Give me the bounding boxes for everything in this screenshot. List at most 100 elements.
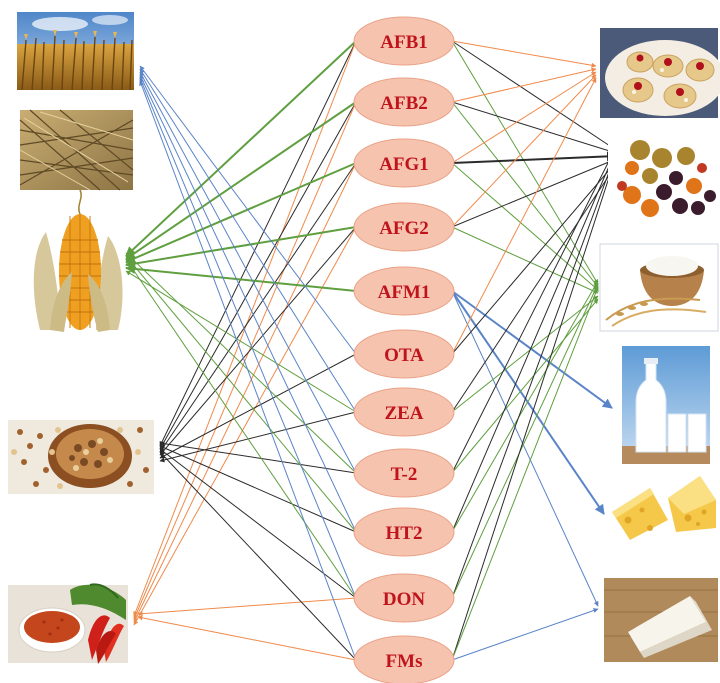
- connection-ht2-to-r1: [451, 149, 617, 533]
- toxin-node-ota: OTA: [353, 329, 455, 379]
- milk-image: [622, 346, 710, 464]
- connection-afg1-to-r0: [451, 71, 597, 164]
- connection-afg2-to-r0: [451, 74, 597, 228]
- connection-t-2-to-l3: [159, 441, 357, 474]
- toxin-ellipse: [353, 448, 455, 498]
- connection-fms-to-r1: [451, 155, 617, 661]
- connection-afb2-to-l4: [133, 101, 357, 620]
- connection-t-2-to-l0: [139, 71, 357, 474]
- connection-afg1-to-l2: [125, 162, 357, 264]
- toxin-label: OTA: [384, 345, 424, 366]
- jam-cookies-image: [600, 28, 720, 118]
- connection-don-to-l3: [159, 448, 357, 599]
- dried-fruits-image: [608, 130, 718, 225]
- connection-afm1-to-r3: [451, 290, 613, 409]
- connection-afb2-to-r0: [451, 67, 597, 103]
- connection-afm1-to-r5: [451, 290, 599, 607]
- connection-afg2-to-l2: [125, 226, 357, 269]
- connection-afg1-to-l4: [133, 162, 357, 623]
- connection-ota-to-l3: [159, 353, 357, 459]
- toxin-node-ht2: HT2: [353, 507, 455, 557]
- connection-afb2-to-l2: [125, 101, 357, 260]
- toxin-label: AFG2: [379, 218, 429, 239]
- toxin-label: HT2: [386, 523, 423, 544]
- toxin-ellipse: [353, 635, 455, 683]
- connection-don-to-l1: [137, 597, 357, 617]
- mixed-nuts-image: [8, 420, 154, 494]
- chili-powder-image: [8, 583, 128, 664]
- connection-ht2-to-r2: [451, 280, 599, 533]
- connection-don-to-l0: [139, 77, 357, 599]
- flour-bowl-image: [599, 243, 719, 332]
- connection-fms-to-l1: [137, 615, 357, 661]
- toxin-label: AFG1: [379, 154, 429, 175]
- connection-zea-to-l0: [139, 68, 357, 413]
- connection-afg1-to-r1: [451, 151, 617, 164]
- toxin-node-zea: ZEA: [353, 387, 455, 437]
- wheat-field-image: [17, 12, 134, 91]
- connection-ota-to-l0: [139, 65, 357, 355]
- connection-afg1-to-l3: [159, 162, 357, 453]
- toxin-node-fms: FMs: [353, 635, 455, 683]
- connection-afm1-to-l2: [125, 263, 357, 292]
- connection-afb1-to-r1: [451, 40, 617, 151]
- connection-ota-to-r1: [451, 161, 617, 355]
- toxin-label: T-2: [391, 464, 418, 485]
- toxin-ellipse: [353, 329, 455, 379]
- connection-t-2-to-r2: [451, 298, 599, 474]
- connection-afb2-to-r2: [451, 101, 599, 288]
- toxin-label: FMs: [386, 651, 423, 672]
- toxin-label: AFB2: [380, 93, 428, 114]
- connection-don-to-r1: [451, 152, 617, 599]
- connection-t-2-to-l2: [125, 252, 357, 474]
- toxin-node-afb2: AFB2: [353, 77, 455, 127]
- connection-afb1-to-r2: [451, 40, 599, 285]
- corn-cob-image: [33, 189, 123, 332]
- connection-ota-to-r0: [451, 77, 597, 355]
- toxin-node-afg1: AFG1: [353, 138, 455, 188]
- connection-fms-to-l3: [159, 451, 357, 661]
- connection-ht2-to-l0: [139, 74, 357, 533]
- connection-afb1-to-r0: [451, 40, 597, 68]
- connection-afg2-to-r2: [451, 226, 599, 294]
- dry-wheat-stalks-image: [19, 109, 134, 191]
- connection-afb2-to-r1: [451, 101, 617, 155]
- connection-afb1-to-l2: [125, 40, 357, 257]
- toxin-ellipse: [353, 138, 455, 188]
- toxin-label: AFM1: [378, 282, 431, 303]
- toxin-ellipse: [353, 266, 455, 316]
- connection-fms-to-r2: [451, 286, 599, 661]
- toxin-ellipse: [353, 507, 455, 557]
- toxin-node-afm1: AFM1: [353, 266, 455, 316]
- connection-lines: [125, 40, 617, 661]
- connection-ht2-to-l2: [125, 255, 357, 533]
- toxin-label: ZEA: [384, 403, 423, 424]
- toxin-ellipse: [353, 77, 455, 127]
- connection-afg2-to-r1: [451, 158, 617, 228]
- connection-afg2-to-l4: [133, 226, 357, 626]
- swiss-cheese-image: [608, 474, 718, 544]
- toxin-label: AFB1: [380, 32, 428, 53]
- connection-fms-to-l0: [139, 80, 357, 661]
- toxin-node-t2: T-2: [353, 448, 455, 498]
- connection-zea-to-l2: [125, 270, 357, 413]
- toxin-ellipse: [353, 202, 455, 252]
- connection-zea-to-r2: [451, 295, 599, 413]
- connection-afb1-to-l4: [133, 40, 357, 617]
- connection-ht2-to-l3: [159, 445, 357, 533]
- connection-don-to-l2: [125, 258, 357, 599]
- connection-fms-to-r5: [451, 608, 599, 661]
- connection-afb2-to-l3: [159, 101, 357, 450]
- toxin-ellipse: [353, 573, 455, 623]
- connection-don-to-r2: [451, 283, 599, 599]
- connection-afm1-to-r4: [451, 290, 605, 515]
- toxin-node-afg2: AFG2: [353, 202, 455, 252]
- connection-t-2-to-r1: [451, 146, 617, 474]
- toxin-ellipse: [353, 16, 455, 66]
- connection-afg2-to-l3: [159, 226, 357, 456]
- white-cheese-image: [604, 578, 718, 662]
- toxin-node-don: DON: [353, 573, 455, 623]
- connection-zea-to-r1: [451, 164, 617, 413]
